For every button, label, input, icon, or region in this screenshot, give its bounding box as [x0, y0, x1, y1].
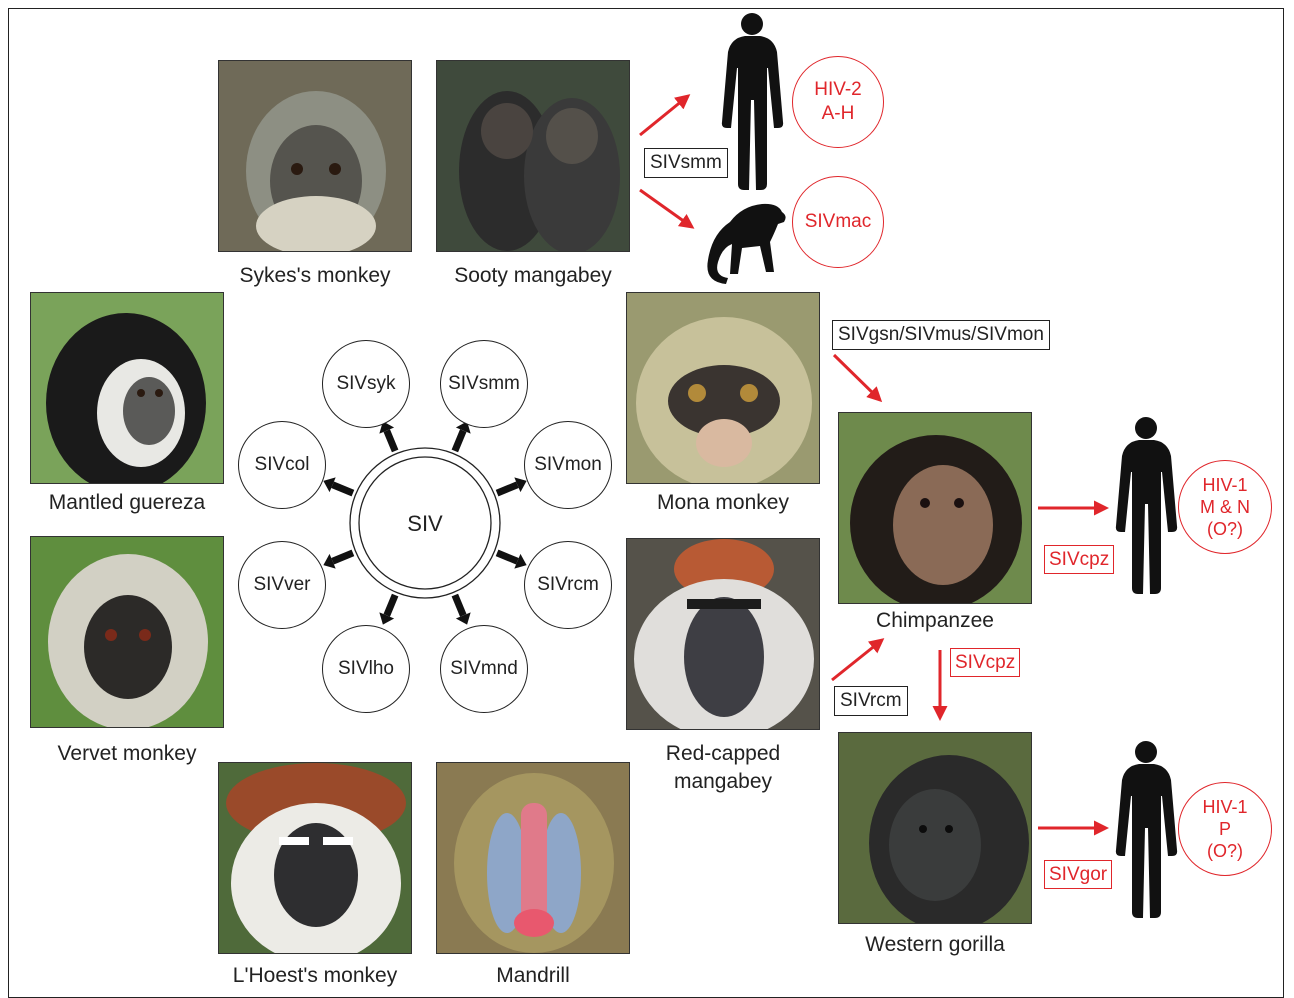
sooty-mangabey-photo	[436, 60, 630, 252]
label-sivrcm: SIVrcm	[834, 686, 908, 716]
siv-center-label: SIV	[370, 496, 480, 552]
chimpanzee-photo	[838, 412, 1032, 604]
human-silhouette-icon	[1116, 741, 1177, 918]
outcome-hiv2: HIV-2 A-H	[792, 56, 884, 148]
arrow-to-macaque	[640, 190, 692, 227]
spoke-sivmnd: SIVmnd	[440, 625, 528, 713]
radial-arrow-shaft	[455, 431, 463, 451]
caption-lhoest: L'Hoest's monkey	[202, 962, 428, 990]
outcome-hiv1-p: HIV-1 P (O?)	[1178, 782, 1272, 876]
mantled-guereza-photo	[30, 292, 224, 484]
spoke-sivrcm: SIVrcm	[524, 541, 612, 629]
radial-arrow-shaft	[497, 485, 517, 493]
mandrill-photo	[436, 762, 630, 954]
human-silhouette-icon	[722, 13, 783, 190]
spoke-sivmon: SIVmon	[524, 421, 612, 509]
red-capped-mangabey-photo	[626, 538, 820, 730]
caption-sooty: Sooty mangabey	[420, 262, 646, 290]
radial-arrow-shaft	[497, 553, 517, 561]
radial-arrow-shaft	[455, 595, 463, 615]
sykes-monkey-photo	[218, 60, 412, 252]
caption-guereza: Mantled guereza	[14, 489, 240, 517]
label-sivcpz-to-gorilla: SIVcpz	[950, 648, 1020, 677]
mona-monkey-photo	[626, 292, 820, 484]
caption-chimp: Chimpanzee	[822, 607, 1048, 635]
spoke-sivlho: SIVlho	[322, 625, 410, 713]
arrow-rcm-to-chimp	[832, 640, 882, 680]
caption-sykes: Sykes's monkey	[218, 262, 412, 290]
spoke-sivcol: SIVcol	[238, 421, 326, 509]
macaque-silhouette-icon	[707, 204, 785, 284]
caption-mandrill: Mandrill	[436, 962, 630, 990]
lhoest-monkey-photo	[218, 762, 412, 954]
label-sivsmm: SIVsmm	[644, 148, 728, 178]
vervet-monkey-photo	[30, 536, 224, 728]
arrow-to-human-hiv2	[640, 96, 688, 135]
spoke-sivver: SIVver	[238, 541, 326, 629]
caption-vervet: Vervet monkey	[14, 740, 240, 768]
arrow-mona-to-chimp	[834, 355, 880, 400]
caption-gorilla: Western gorilla	[822, 931, 1048, 959]
radial-arrow-shaft	[333, 485, 353, 493]
spoke-sivsyk: SIVsyk	[322, 340, 410, 428]
radial-arrow-shaft	[333, 553, 353, 561]
human-silhouette-icon	[1116, 417, 1177, 594]
outcome-sivmac: SIVmac	[792, 176, 884, 268]
radial-arrow-shaft	[387, 431, 395, 451]
caption-redcapped: Red-capped mangabey	[610, 740, 836, 796]
label-sivgsn-mus-mon: SIVgsn/SIVmus/SIVmon	[832, 320, 1050, 350]
outcome-hiv1-mn: HIV-1 M & N (O?)	[1178, 460, 1272, 554]
caption-mona: Mona monkey	[610, 489, 836, 517]
label-sivcpz-to-human: SIVcpz	[1044, 545, 1114, 574]
spoke-sivsmm: SIVsmm	[440, 340, 528, 428]
radial-arrow-shaft	[387, 595, 395, 615]
western-gorilla-photo	[838, 732, 1032, 924]
label-sivgor: SIVgor	[1044, 860, 1112, 889]
